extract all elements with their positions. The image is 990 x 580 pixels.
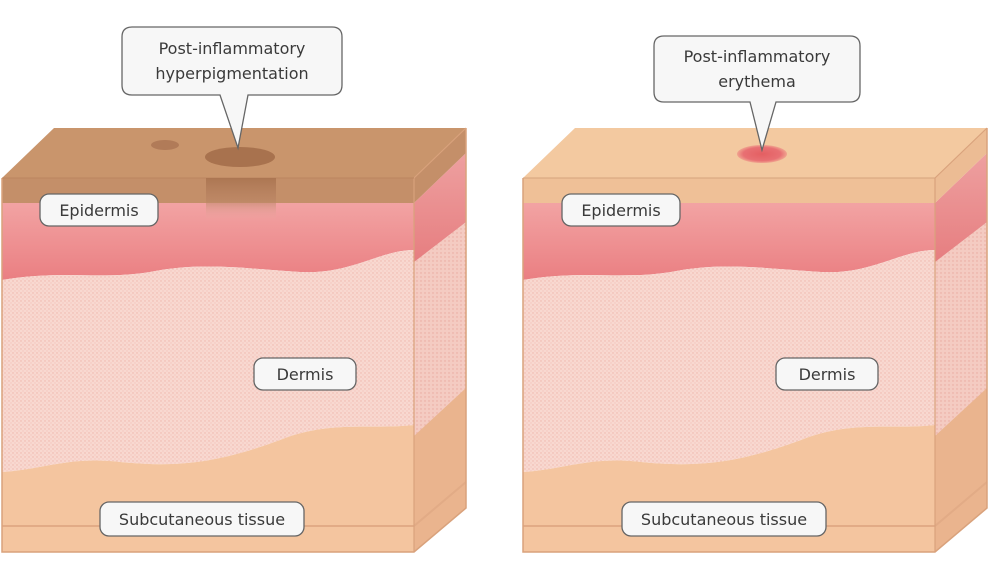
- erythema-spot: [737, 145, 787, 163]
- svg-text:Epidermis: Epidermis: [581, 201, 660, 220]
- svg-text:Subcutaneous tissue: Subcutaneous tissue: [641, 510, 807, 529]
- right-dermis-layer: [523, 250, 935, 472]
- right-side-top-band: [935, 128, 987, 203]
- svg-text:Epidermis: Epidermis: [59, 201, 138, 220]
- left-callout: Post-inflammatory hyperpigmentation: [121, 26, 343, 151]
- left-dermis-layer: [2, 250, 414, 472]
- right-epidermis-label: Epidermis: [561, 193, 681, 227]
- left-side-top-band: [414, 128, 466, 203]
- left-side-dermis: [414, 214, 466, 436]
- pigment-spot-large: [205, 147, 275, 167]
- right-side-dermis: [935, 214, 987, 436]
- left-callout-line1: Post-inflammatory: [159, 39, 306, 58]
- svg-text:Dermis: Dermis: [277, 365, 334, 384]
- right-subcutaneous-label: Subcutaneous tissue: [621, 501, 827, 537]
- left-dermis-label: Dermis: [253, 357, 357, 391]
- pigment-spot-small: [151, 140, 179, 150]
- pigment-column: [206, 178, 276, 220]
- left-callout-line2: hyperpigmentation: [155, 64, 308, 83]
- right-dermis-label: Dermis: [775, 357, 879, 391]
- left-epidermis-label: Epidermis: [39, 193, 159, 227]
- right-side-epidermis: [935, 153, 987, 262]
- svg-text:Subcutaneous tissue: Subcutaneous tissue: [119, 510, 285, 529]
- left-skin-block: [1, 127, 467, 553]
- left-side-epidermis: [414, 153, 466, 262]
- svg-text:Dermis: Dermis: [799, 365, 856, 384]
- left-subcutaneous-label: Subcutaneous tissue: [99, 501, 305, 537]
- right-skin-block: [522, 127, 988, 553]
- right-callout-line1: Post-inflammatory: [684, 47, 831, 66]
- right-callout: Post-inflammatory erythema: [653, 35, 861, 153]
- right-callout-line2: erythema: [718, 72, 796, 91]
